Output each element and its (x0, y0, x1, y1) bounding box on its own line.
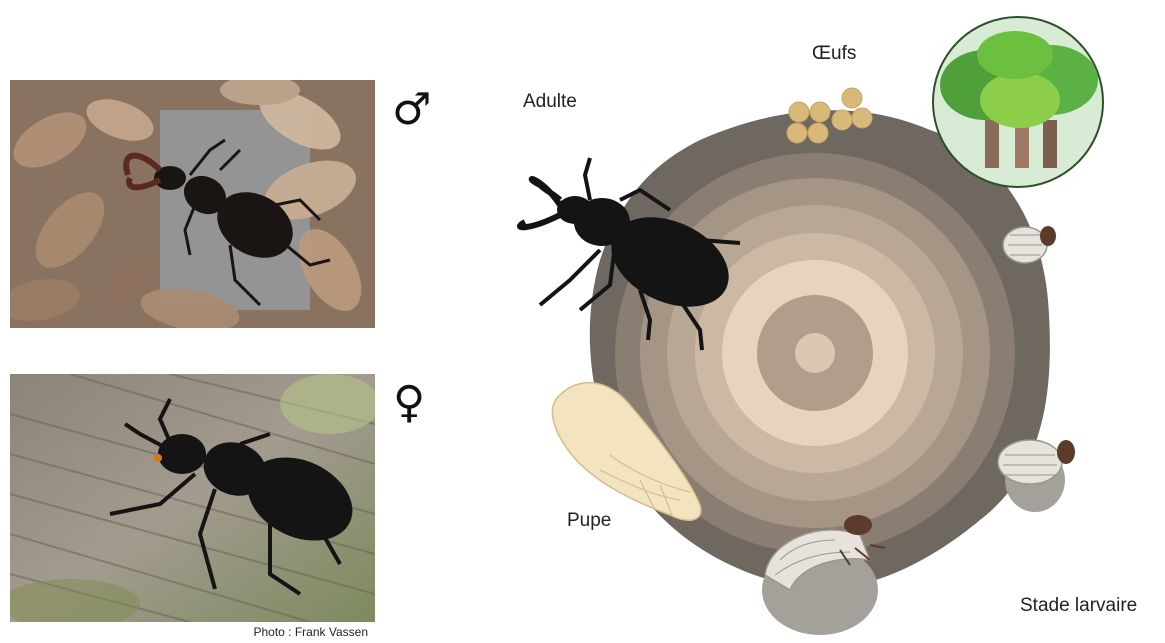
adult-label: Adulte (523, 91, 577, 113)
photo-credit: Photo : Frank Vassen (253, 625, 368, 639)
tree-illustration (933, 17, 1103, 187)
male-beetle-photo (10, 80, 375, 328)
pupa-label: Pupe (567, 510, 611, 532)
larva-small-illustration (1003, 226, 1056, 263)
larva-stage-label: Stade larvaire (1020, 595, 1137, 617)
larva-medium-illustration (998, 440, 1075, 512)
male-symbol: ♂ (392, 88, 431, 132)
female-symbol: ♀ (393, 381, 425, 425)
female-beetle-photo (10, 374, 375, 622)
eggs-label: Œufs (812, 43, 856, 65)
life-cycle-diagram (480, 0, 1165, 643)
